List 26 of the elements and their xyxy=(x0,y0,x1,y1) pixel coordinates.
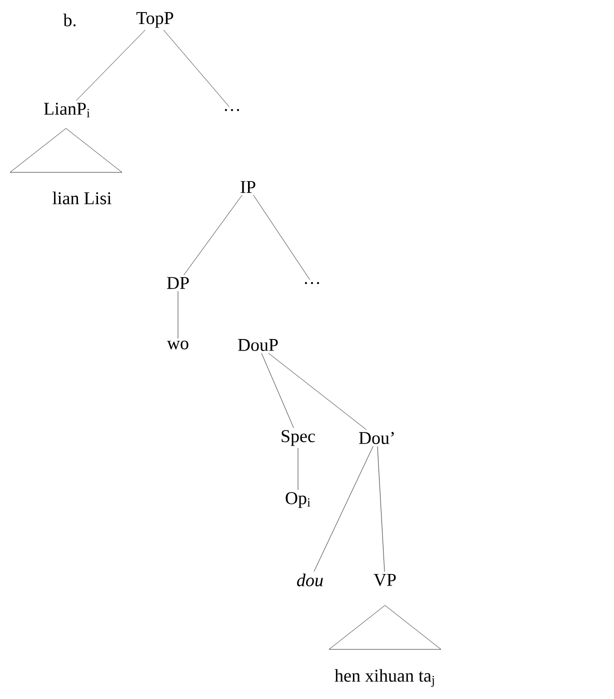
tree-label: DP xyxy=(167,277,189,289)
branch-line xyxy=(253,194,310,280)
tree-label: LianP$_{i}$ xyxy=(44,102,90,118)
tree-label: DouP xyxy=(238,339,278,351)
tree-label: hen xihuan ta$_{j}$ xyxy=(334,669,434,687)
tree-label: TopP xyxy=(136,12,174,28)
example-label: b. xyxy=(63,14,76,26)
triangle-symbol xyxy=(328,605,442,650)
branch-line xyxy=(163,30,230,107)
tree-label: Op$_{i}$ xyxy=(286,492,310,508)
tree-label: Spec xyxy=(282,430,315,446)
branch-line xyxy=(261,352,294,428)
branch-line xyxy=(184,194,242,276)
branch-line xyxy=(377,446,385,572)
tree-label: lian Lisi xyxy=(52,192,112,204)
tree-label: … xyxy=(224,108,240,112)
branch-line xyxy=(268,352,367,430)
tree-label: … xyxy=(304,282,320,284)
branch-line xyxy=(314,446,374,572)
tree-label: VP xyxy=(374,574,396,586)
tree-label: wo xyxy=(167,340,188,350)
triangle-symbol xyxy=(10,128,122,173)
tree-label: Dou’ xyxy=(359,432,394,444)
tree-label: IP xyxy=(240,181,256,193)
tree-label: dou xyxy=(297,574,323,586)
branch-line xyxy=(76,30,146,101)
